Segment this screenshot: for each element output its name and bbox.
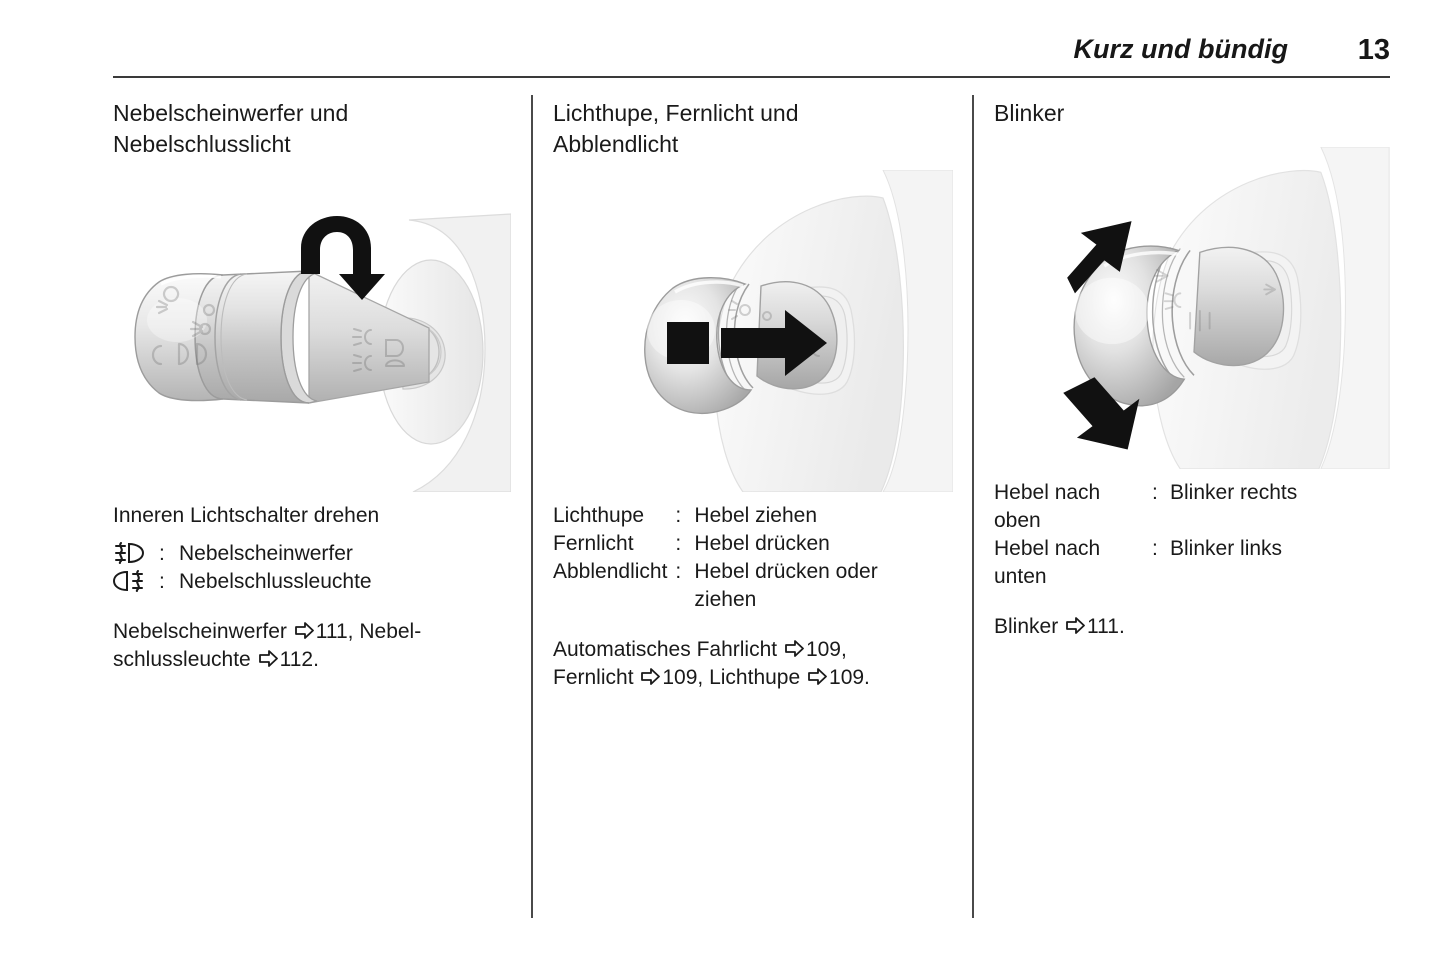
- definition-row-flash: Lichthupe : Hebel ziehen: [553, 502, 878, 530]
- fog-lights-definition-list: : Nebelscheinwerfer : N: [112, 540, 372, 596]
- front-fog-lamp-icon: [113, 540, 159, 568]
- reference-text-2: Fernlicht: [553, 666, 634, 689]
- reference-page-2: 109.: [829, 666, 870, 689]
- section-heading-fog-lights: Nebelscheinwerfer und Nebelschlusslicht: [113, 100, 349, 157]
- light-switch-stalk-push-pull-illustration: [553, 170, 953, 492]
- column-fog-lights: Nebelscheinwerfer und Nebelschlusslicht: [112, 98, 513, 674]
- column-headlight-controls: Lichthupe, Fernlicht und Abblendlicht: [553, 98, 953, 692]
- turn-signals-body: Hebel nach oben : Blinker rechts Hebel n…: [994, 479, 1394, 641]
- arrow-up: [1067, 221, 1132, 294]
- reference-text: Blinker: [994, 615, 1059, 638]
- page-reference-arrow-icon: [1066, 615, 1085, 634]
- turn-signals-definition-list: Hebel nach oben : Blinker rechts Hebel n…: [994, 479, 1297, 591]
- column-divider-2: [972, 95, 974, 918]
- fog-lights-body: Inneren Lichtschalter drehen : Neb: [112, 502, 513, 674]
- rear-fog-lamp-icon: [112, 568, 159, 596]
- rotate-arrow: [301, 216, 385, 300]
- section-heading-headlight-controls: Lichthupe, Fernlicht und Abblendlicht: [553, 100, 799, 157]
- definition-row-rear-fog: : Nebelschlussleuchte: [112, 568, 372, 596]
- definition-row-right: Hebel nach oben : Blinker rechts: [994, 479, 1297, 535]
- page-reference-arrow-icon: [785, 638, 804, 657]
- reference-page: 111.: [1087, 615, 1125, 638]
- definition-row-low-beam: Abblendlicht : Hebel drücken oder ziehen: [553, 558, 878, 614]
- definition-value: Nebelschlussleuchte: [179, 570, 372, 593]
- light-switch-stalk-up-down-illustration: [994, 147, 1394, 469]
- definition-colon: :: [675, 560, 682, 583]
- definition-colon: :: [159, 570, 165, 593]
- definition-value: Hebel drücken: [694, 532, 830, 555]
- definition-key: Lichthupe: [553, 504, 645, 527]
- reference-middle: 109, Lichthupe: [662, 666, 801, 689]
- fog-lights-page-reference: Nebelscheinwerfer 111, Nebel- schlussleu…: [113, 618, 513, 674]
- headlight-controls-body: Lichthupe : Hebel ziehen Fernlicht : Heb…: [553, 502, 953, 692]
- definition-row-high-beam: Fernlicht : Hebel drücken: [553, 530, 878, 558]
- headlight-controls-definition-list: Lichthupe : Hebel ziehen Fernlicht : Heb…: [553, 502, 878, 614]
- reference-text: Automatisches Fahrlicht: [553, 638, 778, 661]
- page-reference-arrow-icon: [294, 620, 314, 639]
- definition-key: Hebel nach unten: [994, 537, 1101, 588]
- push-pull-arrow: [667, 310, 827, 376]
- definition-colon: :: [159, 542, 165, 565]
- arrow-down: [1063, 377, 1140, 450]
- page-reference-arrow-icon: [808, 666, 827, 685]
- definition-row-left: Hebel nach unten : Blinker links: [994, 535, 1297, 591]
- header-rule: [113, 76, 1390, 78]
- page-reference-arrow-icon: [641, 666, 661, 685]
- light-switch-stalk-rotate-illustration: [113, 170, 511, 492]
- page-title: Kurz und bündig: [1073, 34, 1288, 64]
- definition-value: Nebelscheinwerfer: [179, 542, 353, 565]
- definition-value: Hebel drücken oder ziehen: [694, 560, 878, 611]
- definition-key: Hebel nach oben: [994, 481, 1101, 532]
- definition-value: Blinker rechts: [1170, 481, 1298, 504]
- page-number: 13: [1357, 34, 1390, 66]
- reference-page: 109,: [805, 638, 847, 661]
- reference-text-2: schlussleuchte: [113, 648, 251, 671]
- definition-colon: :: [675, 532, 682, 555]
- definition-key: Fernlicht: [553, 532, 634, 555]
- turn-signals-page-reference: Blinker 111.: [994, 613, 1394, 641]
- definition-row-front-fog: : Nebelscheinwerfer: [113, 540, 372, 568]
- headlight-controls-page-reference: Automatisches Fahrlicht 109, Fernlicht 1…: [553, 636, 953, 692]
- definition-key: Abblendlicht: [553, 560, 668, 583]
- page-header: Kurz und bündig 13: [113, 36, 1390, 78]
- definition-value: Blinker links: [1170, 537, 1283, 560]
- definition-colon: :: [1152, 537, 1158, 560]
- reference-page: 111, Nebel-: [315, 620, 422, 643]
- section-heading-turn-signals: Blinker: [994, 100, 1065, 126]
- column-turn-signals: Blinker: [994, 98, 1394, 641]
- definition-colon: :: [675, 504, 682, 527]
- reference-text: Nebelscheinwerfer: [113, 620, 287, 643]
- column-divider-1: [531, 95, 533, 918]
- definition-value: Hebel ziehen: [694, 504, 818, 527]
- fog-lights-intro: Inneren Lichtschalter drehen: [113, 504, 380, 527]
- page-reference-arrow-icon: [258, 648, 278, 667]
- reference-page-2: 112.: [279, 648, 319, 671]
- definition-colon: :: [1152, 481, 1158, 504]
